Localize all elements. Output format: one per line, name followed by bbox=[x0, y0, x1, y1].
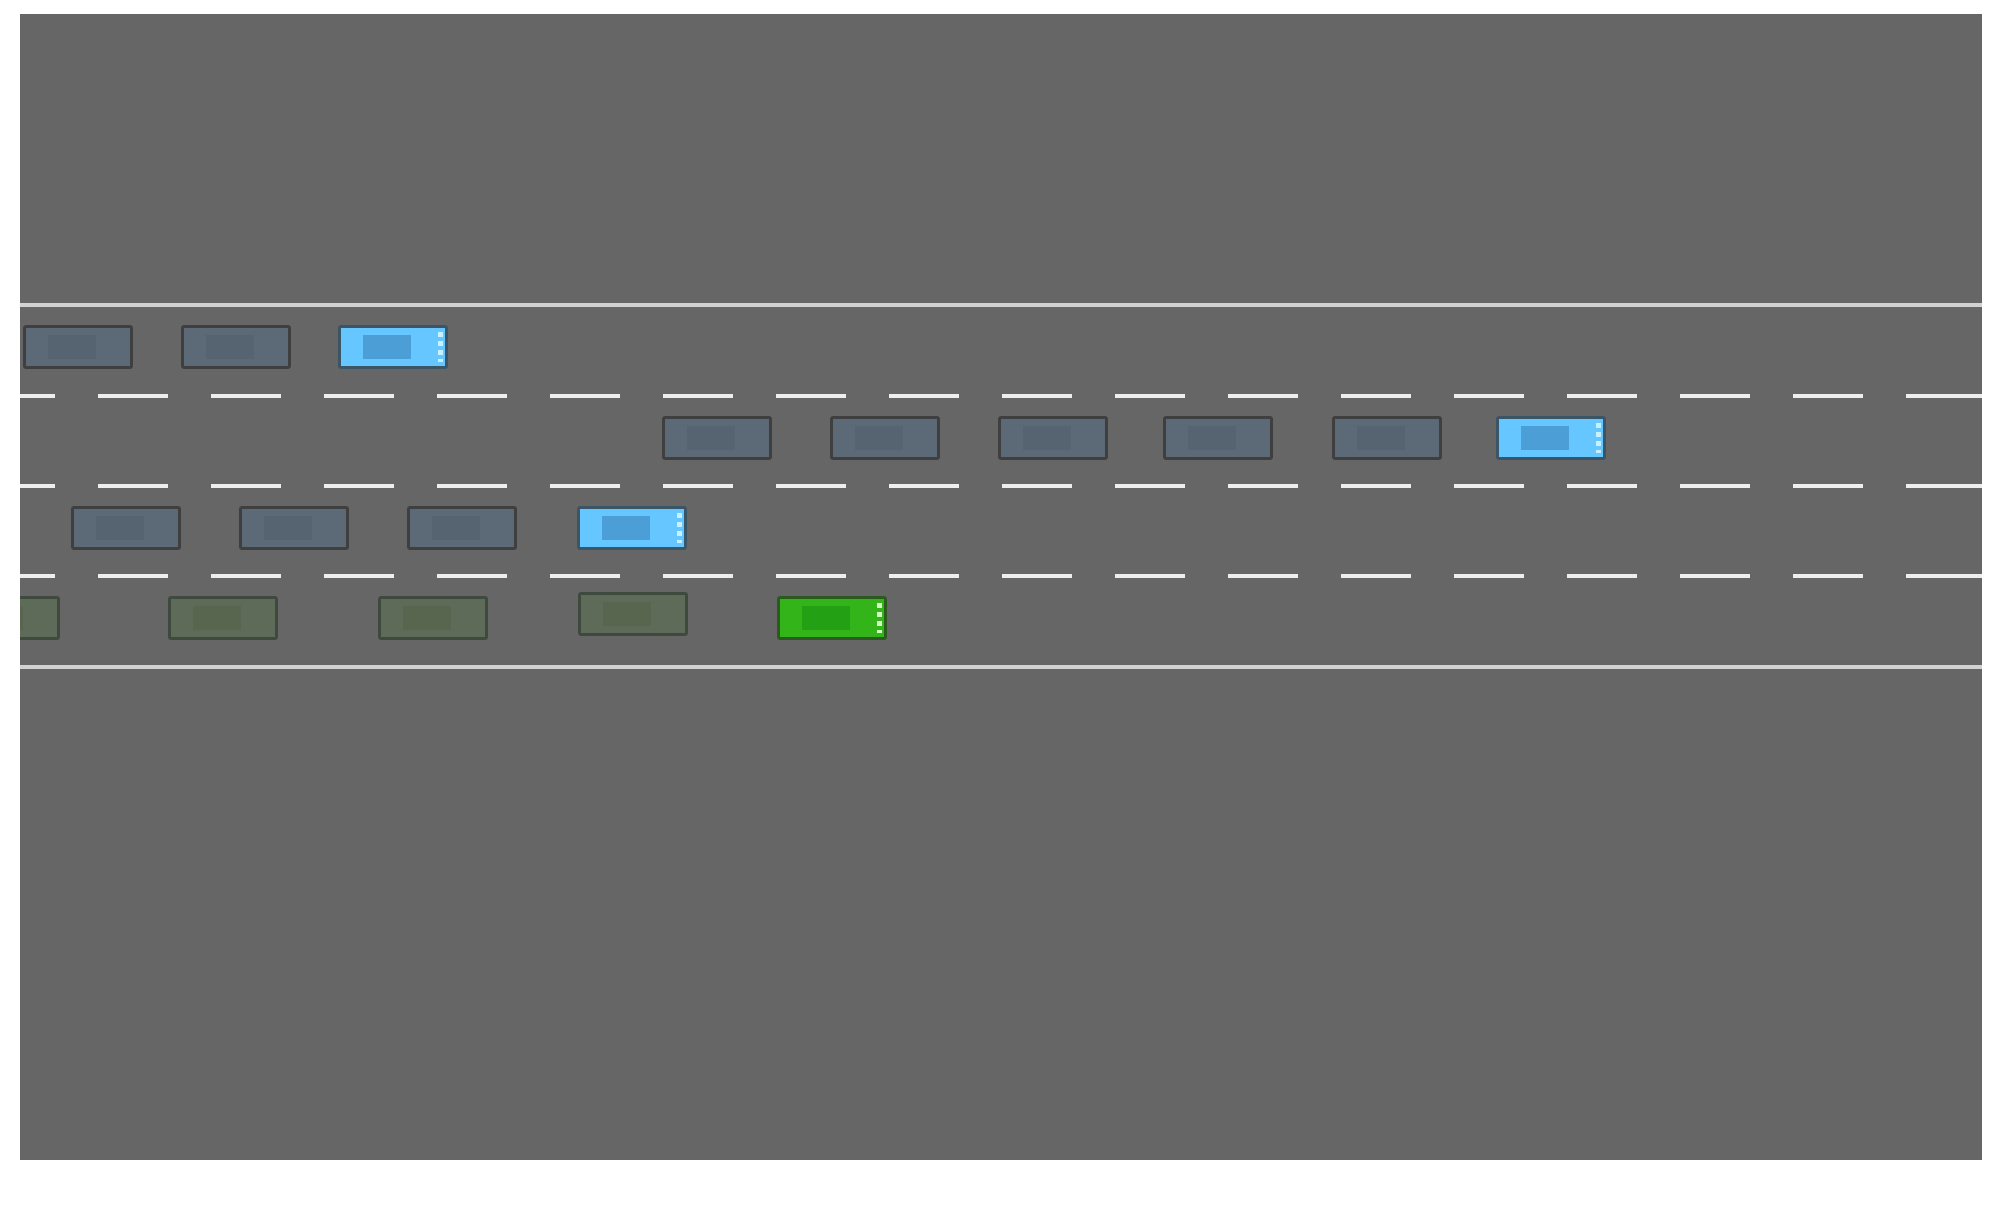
vehicle-roof bbox=[363, 335, 411, 359]
vehicle-lane3-1 bbox=[71, 506, 181, 550]
vehicle-roof bbox=[264, 516, 312, 540]
vehicle-roof bbox=[96, 516, 144, 540]
vehicle-roof bbox=[603, 602, 651, 626]
road-edge-top bbox=[20, 303, 1982, 307]
vehicle-lane2-4 bbox=[1163, 416, 1273, 460]
vehicle-roof bbox=[20, 606, 23, 630]
vehicle-roof bbox=[432, 516, 480, 540]
vehicle-lane1-1 bbox=[23, 325, 133, 369]
vehicle-lane4-1 bbox=[20, 596, 60, 640]
ego-vehicle bbox=[777, 596, 887, 640]
lane-divider-3 bbox=[20, 574, 1982, 578]
vehicle-lane1-2 bbox=[181, 325, 291, 369]
vehicle-roof bbox=[802, 606, 850, 630]
vehicle-headlights bbox=[677, 513, 682, 543]
vehicle-lane4-2 bbox=[168, 596, 278, 640]
lane-divider-2 bbox=[20, 484, 1982, 488]
vehicle-lane4-3 bbox=[378, 596, 488, 640]
highlighted-vehicle-lane3 bbox=[577, 506, 687, 550]
highlighted-vehicle-lane2 bbox=[1496, 416, 1606, 460]
vehicle-roof bbox=[403, 606, 451, 630]
vehicle-lane4-4 bbox=[578, 592, 688, 636]
vehicle-roof bbox=[1188, 426, 1236, 450]
vehicle-roof bbox=[602, 516, 650, 540]
highlighted-vehicle-lane1 bbox=[338, 325, 448, 369]
highway-scene bbox=[20, 14, 1982, 1160]
vehicle-roof bbox=[1521, 426, 1569, 450]
vehicle-roof bbox=[206, 335, 254, 359]
vehicle-roof bbox=[1023, 426, 1071, 450]
vehicle-headlights bbox=[1596, 423, 1601, 453]
vehicle-headlights bbox=[438, 332, 443, 362]
vehicle-lane2-2 bbox=[830, 416, 940, 460]
vehicle-lane3-2 bbox=[239, 506, 349, 550]
vehicle-roof bbox=[687, 426, 735, 450]
vehicle-lane2-3 bbox=[998, 416, 1108, 460]
vehicle-roof bbox=[193, 606, 241, 630]
vehicle-headlights bbox=[877, 603, 882, 633]
road-edge-bottom bbox=[20, 665, 1982, 669]
vehicle-lane3-3 bbox=[407, 506, 517, 550]
lane-divider-1 bbox=[20, 394, 1982, 398]
vehicle-lane2-1 bbox=[662, 416, 772, 460]
vehicle-lane2-5 bbox=[1332, 416, 1442, 460]
vehicle-roof bbox=[48, 335, 96, 359]
vehicle-roof bbox=[855, 426, 903, 450]
vehicle-roof bbox=[1357, 426, 1405, 450]
